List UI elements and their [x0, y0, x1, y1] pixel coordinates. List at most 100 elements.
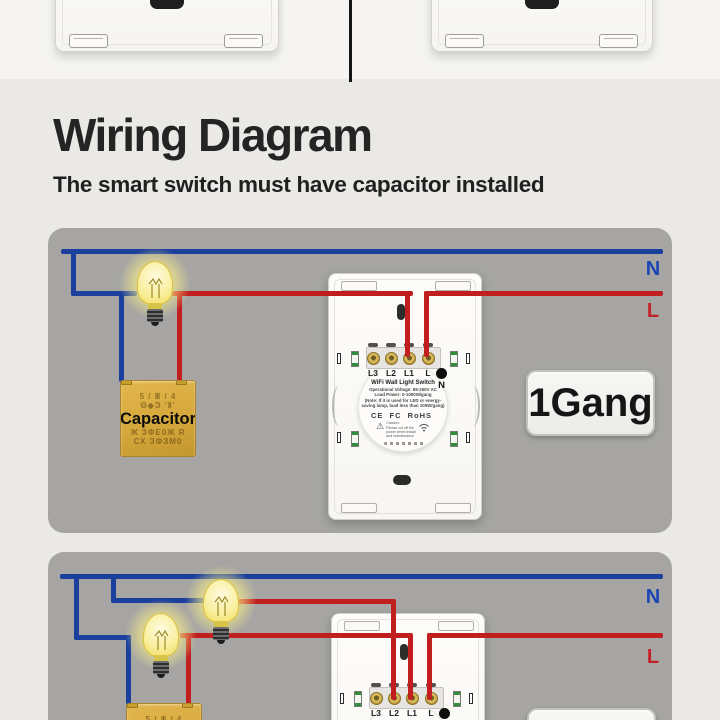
bulb-tip [151, 322, 159, 326]
mount-clip-icon [435, 503, 471, 513]
live-wire-main [424, 291, 663, 296]
gang-count-text: 1Gang [528, 380, 653, 425]
bracket-mark [466, 432, 470, 443]
bottom-slot [393, 475, 411, 485]
bulb-glass [143, 613, 179, 657]
switch-button-icon [150, 0, 184, 9]
fcc-mark: FC [389, 410, 402, 420]
switch-product-photo-right [431, 0, 653, 52]
neutral-wire-drop-upper [111, 574, 116, 603]
terminal-label-l: L [428, 708, 434, 718]
divider-line [349, 0, 352, 82]
gang-count-badge-partial [527, 708, 656, 720]
green-slot [453, 691, 461, 707]
caution-line: and maintenance [386, 434, 414, 439]
live-wire-main [427, 633, 663, 638]
neutral-wire-to-lower-bulb [74, 635, 131, 640]
neutral-line-label: N [645, 258, 661, 280]
wiring-panel-2gang: WiFi Wall Light Switch Operational Volta… [48, 552, 672, 720]
neutral-label: N [438, 380, 445, 391]
bulb-screw-base [213, 627, 229, 640]
terminal-label-l3: L3 [371, 708, 381, 718]
terminal-screw-l3 [366, 352, 380, 365]
green-slot [351, 431, 359, 447]
green-slot [354, 691, 362, 707]
light-bulb [119, 245, 191, 337]
caution-line: power when install [386, 430, 416, 434]
terminal-label-l3: L3 [368, 368, 378, 378]
live-wire-to-terminal-l [424, 291, 429, 357]
top-slot [397, 304, 405, 320]
bulb-neck [154, 655, 168, 662]
screw-head [386, 343, 396, 347]
gang-count-badge: 1Gang [526, 370, 655, 436]
neutral-hole [436, 368, 447, 379]
bracket-mark [337, 432, 341, 443]
neutral-wire-drop-lower [74, 574, 79, 640]
mount-clip-icon [445, 34, 484, 48]
screw-head [368, 343, 378, 347]
top-product-strip [0, 0, 720, 82]
switch-title: WiFi Wall Light Switch [371, 380, 435, 386]
live-wire-to-terminal-l1 [408, 633, 413, 700]
bulb-filament [214, 595, 229, 616]
neutral-wire-to-capacitor [126, 635, 131, 705]
wiring-panel-1gang: WiFi Wall Light Switch Operational Volta… [48, 228, 672, 533]
live-wire-to-terminal-l [427, 633, 432, 700]
neutral-wire-main [61, 249, 663, 254]
screw-head [371, 683, 381, 687]
spec-line: Load Power: 0-1000W/gang [374, 392, 432, 398]
neutral-wire-to-bulb [71, 291, 137, 296]
capacitor-stamp: 5 / Ⅲ / 4 [139, 391, 177, 401]
arc-mark [466, 386, 480, 426]
disc-ticks [384, 442, 424, 445]
bulb-neck [214, 621, 228, 628]
switch-module-disc: WiFi Wall Light Switch Operational Volta… [358, 362, 448, 452]
mount-clip-icon [224, 34, 263, 48]
terminal-screw-l3 [369, 692, 383, 705]
capacitor-lead [182, 704, 193, 708]
capacitor-stamp: Θ◆Ͽ 'Ⅱ' [140, 400, 176, 410]
bulb-glass [203, 579, 239, 623]
bulb-neck [148, 303, 162, 310]
bracket-mark [469, 693, 473, 704]
bulb-tip [157, 674, 165, 678]
page-title: Wiring Diagram [53, 109, 373, 161]
live-line-label: L [646, 646, 660, 668]
capacitor-stamp: СХ ЗΦЗМ0 [133, 436, 183, 446]
capacitor-lead [176, 381, 187, 385]
live-wire-from-lower-bulb [180, 633, 411, 638]
mount-clip-icon [341, 503, 377, 513]
caution-line: Please cut off the [386, 425, 414, 430]
terminal-label-l1: L1 [407, 708, 417, 718]
capacitor-lead [121, 381, 132, 385]
rohs-mark: RoHS [407, 410, 433, 420]
live-line-label: L [646, 300, 660, 322]
plate-inner-line [62, 0, 272, 45]
neutral-wire-to-capacitor [119, 291, 124, 382]
bracket-mark [466, 353, 470, 364]
bracket-mark [340, 693, 344, 704]
bulb-tip [217, 640, 225, 644]
bulb-filament [148, 277, 163, 298]
light-bulb-lower [125, 597, 197, 689]
live-wire-from-bulb [172, 291, 413, 296]
spec-line: Operational Voltage: 85-250V AC [369, 387, 437, 392]
top-slot [400, 644, 408, 660]
terminal-screw-l2 [384, 352, 398, 365]
terminal-label-l1: L1 [404, 368, 414, 378]
bracket-mark [337, 353, 341, 364]
bulb-filament [154, 629, 169, 650]
capacitor: 5 / Ⅲ / 4 Θ◆Ͽ 'Ⅱ' Capacitor Ж ЗΦЕ0Ж R СХ… [120, 380, 196, 457]
live-wire-to-capacitor [177, 291, 182, 382]
live-wire-to-terminal-l2 [391, 599, 396, 700]
mount-clip-icon [69, 34, 108, 48]
neutral-hole [439, 708, 450, 719]
mount-clip-icon [438, 621, 474, 631]
capacitor-stamp: 5 / Ⅲ / 4 [145, 714, 183, 720]
bulb-glass [137, 261, 173, 305]
spec-line: (Note: If it is used for LED or energy- [364, 397, 442, 403]
green-slot [450, 431, 458, 447]
mount-clip-icon [344, 621, 380, 631]
light-bulb-upper [185, 563, 257, 655]
